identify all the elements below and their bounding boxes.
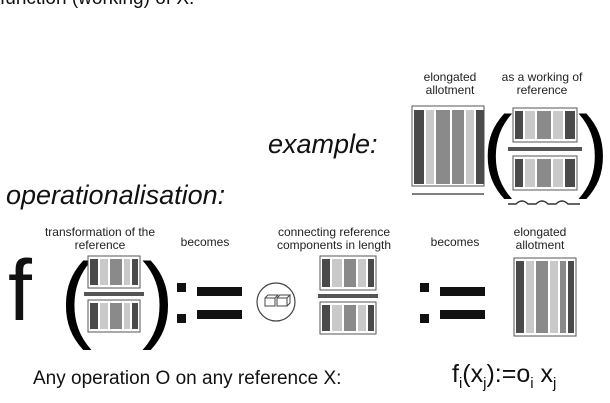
example-left-paren: ( bbox=[482, 98, 513, 200]
step3-caption: elongated allotment bbox=[513, 225, 567, 252]
step1-right-paren: ) bbox=[142, 244, 174, 351]
example-label: example: bbox=[268, 129, 378, 159]
example-left-caption: elongated allotment bbox=[423, 70, 477, 97]
step1-reference-block bbox=[84, 255, 144, 333]
step1-caption: transformation of the reference bbox=[44, 225, 156, 252]
step2-caption: connecting reference components in lengt… bbox=[276, 225, 392, 252]
step2-reference-block bbox=[318, 255, 378, 335]
example-elongated-allotment bbox=[411, 105, 485, 195]
assign-symbol-2 bbox=[420, 283, 485, 323]
example-reference-block bbox=[508, 107, 582, 205]
function-f-symbol: f bbox=[8, 243, 32, 339]
header-partial-text: function (working) of X: bbox=[0, 0, 194, 10]
connecting-components-icon bbox=[256, 282, 296, 322]
becomes-label-2: becomes bbox=[430, 235, 480, 249]
footer-statement: Any operation O on any reference X: bbox=[33, 368, 342, 389]
footer-formula: fi(xj):=oi xj bbox=[452, 360, 557, 392]
example-right-caption: as a working of reference bbox=[501, 70, 583, 97]
step1-left-paren: ( bbox=[60, 244, 92, 351]
becomes-label-1: becomes bbox=[180, 235, 230, 249]
assign-symbol-1 bbox=[177, 283, 242, 323]
operationalisation-title: operationalisation: bbox=[6, 180, 226, 210]
step3-elongated-allotment bbox=[513, 257, 577, 337]
example-right-paren: ) bbox=[578, 98, 609, 200]
